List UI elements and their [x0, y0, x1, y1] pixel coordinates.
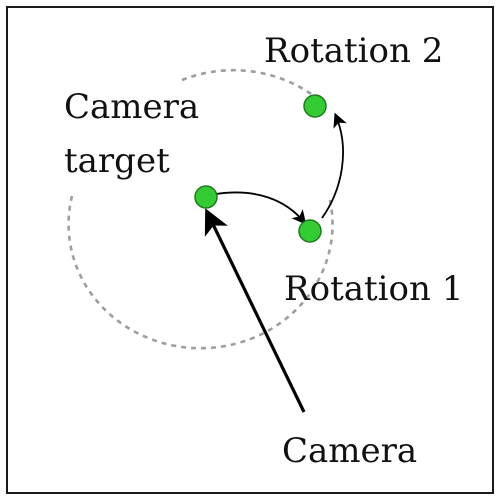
rotation-2-node: [303, 94, 327, 118]
figure-border: [6, 6, 494, 494]
rotation-1-label: Rotation 1: [284, 269, 464, 309]
rotation-2-arrow: [321, 112, 347, 219]
orbit-arc-upper: [181, 68, 315, 98]
camera-arrow: [204, 208, 306, 413]
rotation-1-node: [298, 219, 322, 243]
rotation-2-label: Rotation 2: [264, 31, 444, 71]
camera-label: Camera: [282, 431, 418, 471]
camera-target-label-line2: target: [64, 141, 170, 181]
camera-target-node: [194, 185, 218, 209]
camera-target-label-line1: Camera: [64, 87, 200, 127]
rotation-1-arrow: [215, 191, 307, 225]
